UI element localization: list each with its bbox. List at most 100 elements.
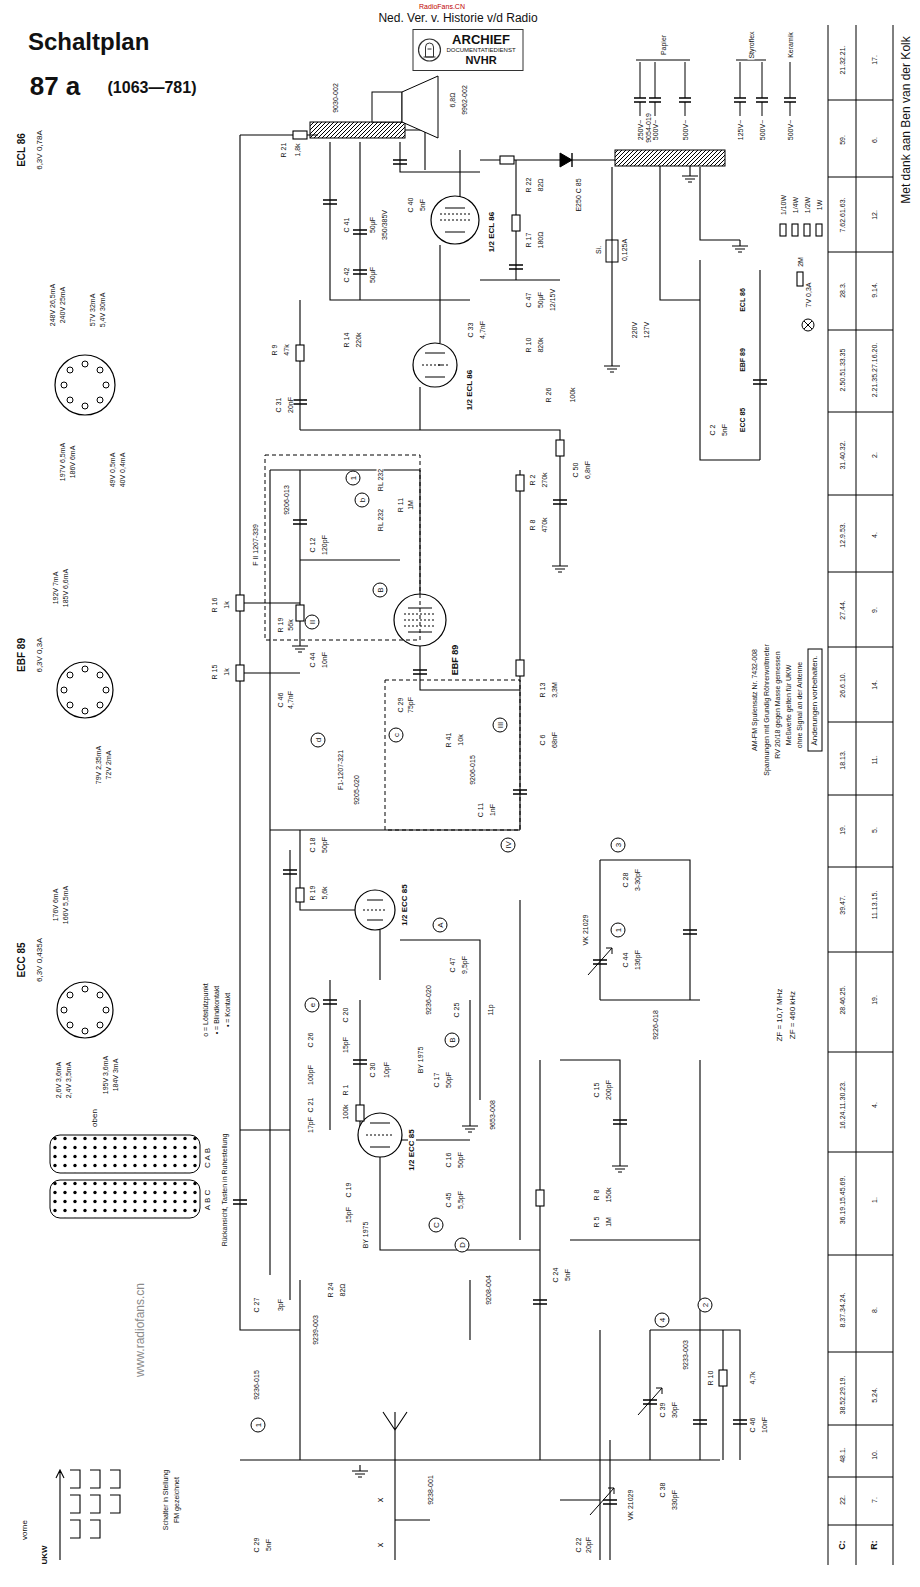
component-value: 9236-015 xyxy=(253,1369,260,1401)
table-cell: 8. xyxy=(871,1306,878,1314)
component-value: R 19 xyxy=(277,617,284,634)
component-value: C 6 xyxy=(539,734,546,747)
stamp-tube xyxy=(424,43,436,57)
heading-text: C: xyxy=(838,1539,847,1551)
resistor-symbol xyxy=(536,1190,544,1206)
table-cell: 7. xyxy=(871,1496,878,1504)
component-value: 150k xyxy=(605,1186,612,1203)
component-value: C 22 xyxy=(575,1537,582,1554)
note-text: Keramik xyxy=(787,31,794,59)
component-value: 10nF xyxy=(321,651,328,669)
voltage-value: 186V 6mA xyxy=(69,445,76,480)
component-value: C 15 xyxy=(593,1082,600,1099)
component-value: Si. xyxy=(595,245,602,255)
component-value: R 19 xyxy=(309,885,316,902)
component-value: C 40 xyxy=(407,197,414,214)
component-value: 68nF xyxy=(551,731,558,749)
tube-type: ECL 86 xyxy=(17,132,27,168)
note-text: Änderungen vorbehalten. xyxy=(811,655,819,746)
component-value: R 24 xyxy=(327,1282,334,1299)
component-value: 82Ω xyxy=(339,1282,346,1297)
component-value: C 44 xyxy=(622,952,629,969)
note-text: • = Kontakt xyxy=(224,992,231,1028)
component-value: 100pF xyxy=(307,1064,314,1086)
component-value: 9030-002 xyxy=(332,82,339,114)
table-cell: 39.47. xyxy=(839,894,846,915)
note-text: ohne Signal an der Antenne xyxy=(796,661,803,749)
component-value: 15pF xyxy=(342,1036,349,1054)
power-transformer xyxy=(615,150,725,166)
component-value: 0,125A xyxy=(621,238,628,262)
component-value: 270k xyxy=(541,471,548,488)
table-cell: 4. xyxy=(871,1101,878,1109)
note-text: ZF = 10,7 MHz xyxy=(776,987,784,1042)
resistor-symbol xyxy=(296,605,304,621)
component-value: 47k xyxy=(283,343,290,356)
component-value: C 38 xyxy=(659,1482,666,1499)
note-text: Styroflex xyxy=(748,30,755,59)
component-value: 120pF xyxy=(321,534,328,556)
component-value: R 9 xyxy=(271,344,278,357)
stamp-text: NVHR xyxy=(446,54,517,66)
callout-label: A xyxy=(436,922,444,927)
component-value: C 16 xyxy=(445,1152,452,1169)
tube-type: EBF 89 xyxy=(17,637,27,673)
note-text: RV 20/18 gegen Masse gemessen xyxy=(774,650,781,759)
component-value: 50μF xyxy=(537,291,544,309)
tube-type: 1/2 ECC 85 xyxy=(401,883,409,926)
table-cell: 4. xyxy=(871,531,878,539)
table-cell: 5.24. xyxy=(871,1386,878,1404)
callout-circle: II xyxy=(305,615,320,630)
lamp-cross xyxy=(804,321,812,329)
resistor-symbol xyxy=(356,1105,364,1121)
component-value: 10pF xyxy=(383,1061,390,1079)
stamp-text: DOCUMENTATIEDIENST xyxy=(446,47,517,54)
voltage-value: 197V 6,5mA xyxy=(59,442,66,483)
component-value: C 31 xyxy=(275,397,282,414)
component-value: 1k xyxy=(223,600,230,609)
table-cell: 2. xyxy=(871,451,878,459)
component-value: C 29 xyxy=(397,697,404,714)
component-value: 1/4W xyxy=(792,196,799,214)
component-value: C 33 xyxy=(467,322,474,339)
component-value: 9208-004 xyxy=(485,1274,492,1306)
switch-bank xyxy=(50,1135,200,1173)
note-box: Änderungen vorbehalten. xyxy=(808,649,823,752)
component-value: 5nF xyxy=(265,1538,272,1552)
table-cell: 31.40.32. xyxy=(839,439,846,470)
resistor-symbol xyxy=(816,224,822,236)
note-text: ZF = 460 kHz xyxy=(789,990,797,1040)
note-text: o = Lötstützpunkt xyxy=(202,982,209,1038)
tube-type: EBF 89 xyxy=(451,644,460,677)
component-value: 30pF xyxy=(671,1401,678,1419)
callout-circle: b xyxy=(355,493,370,508)
component-value: R 5 xyxy=(593,1216,600,1229)
component-value: 9653-008 xyxy=(489,1099,496,1131)
callout-label: IV xyxy=(504,841,512,849)
resistor-symbol xyxy=(236,595,244,611)
tube-type: 1/2 ECC 85 xyxy=(408,1128,416,1171)
component-value: C 45 xyxy=(445,1192,452,1209)
callout-circle: c xyxy=(389,728,404,743)
table-cell: 28.46.25. xyxy=(839,984,846,1015)
voltage-value: 240V 25mA xyxy=(59,286,66,325)
component-value: 20pF xyxy=(585,1536,592,1554)
component-value: R 26 xyxy=(545,387,552,404)
tube-grid xyxy=(363,214,470,1135)
note-text: Schalter in Stellung xyxy=(162,1469,169,1531)
component-value: 6,8nF xyxy=(584,460,591,480)
component-value: R 21 xyxy=(280,142,287,159)
component-value: C 47 xyxy=(525,292,532,309)
voltage-value: 184V 3mA xyxy=(112,1058,119,1093)
component-value: E250 C 85 xyxy=(575,177,582,212)
component-value: 350/385V xyxy=(381,209,388,241)
tube-type: ECC 85 xyxy=(739,407,746,434)
note-text: A B C xyxy=(204,1189,212,1211)
component-value: 136pF xyxy=(634,949,641,971)
callout-label: c xyxy=(392,733,400,737)
component-value: 1,8k xyxy=(294,142,301,157)
component-value: C 27 xyxy=(253,1297,260,1314)
voltage-value: 166V 5,5mA xyxy=(62,885,69,926)
switch-contacts xyxy=(56,1470,120,1560)
